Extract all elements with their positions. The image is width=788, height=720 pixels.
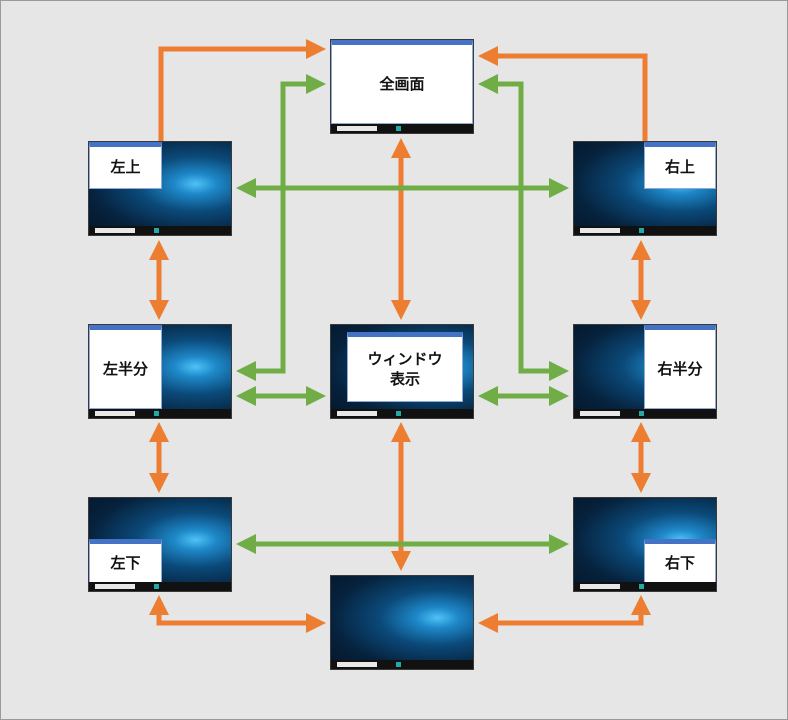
label-full: 全画面: [379, 74, 425, 93]
arrow-topright-full: [477, 46, 648, 141]
label-window-line1: ウィンドウ: [367, 349, 443, 368]
label-bottom-right: 右下: [664, 554, 695, 573]
screen-left-half: 左半分: [88, 324, 232, 419]
window-bottom-left: 左下: [89, 539, 162, 584]
label-bottom-left: 左下: [110, 554, 141, 573]
label-window-line2: 表示: [389, 370, 420, 388]
taskbar: [331, 409, 473, 418]
label-right-half: 右半分: [657, 359, 703, 378]
label-top-right: 右上: [664, 158, 695, 177]
screen-full: 全画面: [330, 39, 474, 134]
window-top-right: 右上: [644, 142, 716, 189]
window-full: 全画面: [331, 40, 473, 124]
label-window: ウィンドウ表示: [367, 349, 442, 390]
window-bottom-right: 右下: [644, 539, 716, 584]
window-right-half: 右半分: [644, 325, 716, 409]
taskbar: [574, 226, 716, 235]
taskbar: [89, 582, 231, 591]
arrow-topleft-full: [158, 39, 327, 141]
arrow-bottomleft-minimized: [149, 594, 327, 633]
screen-window: ウィンドウ表示: [330, 324, 474, 419]
screen-bottom-left: 左下: [88, 497, 232, 592]
screen-minimized: [330, 575, 474, 670]
taskbar: [89, 409, 231, 418]
taskbar: [574, 582, 716, 591]
taskbar: [331, 124, 473, 133]
arrow-full-lefthalf: [235, 74, 327, 381]
window-top-left: 左上: [89, 142, 162, 189]
taskbar: [331, 660, 473, 669]
screen-top-right: 右上: [573, 141, 717, 236]
label-left-half: 左半分: [102, 359, 148, 378]
screen-top-left: 左上: [88, 141, 232, 236]
label-top-left: 左上: [110, 158, 141, 177]
arrow-bottomright-minimized: [477, 594, 651, 633]
taskbar: [89, 226, 231, 235]
screen-bottom-right: 右下: [573, 497, 717, 592]
screen-right-half: 右半分: [573, 324, 717, 419]
arrow-full-righthalf: [477, 74, 570, 381]
window-normal: ウィンドウ表示: [347, 332, 463, 402]
window-left-half: 左半分: [89, 325, 162, 409]
taskbar: [574, 409, 716, 418]
